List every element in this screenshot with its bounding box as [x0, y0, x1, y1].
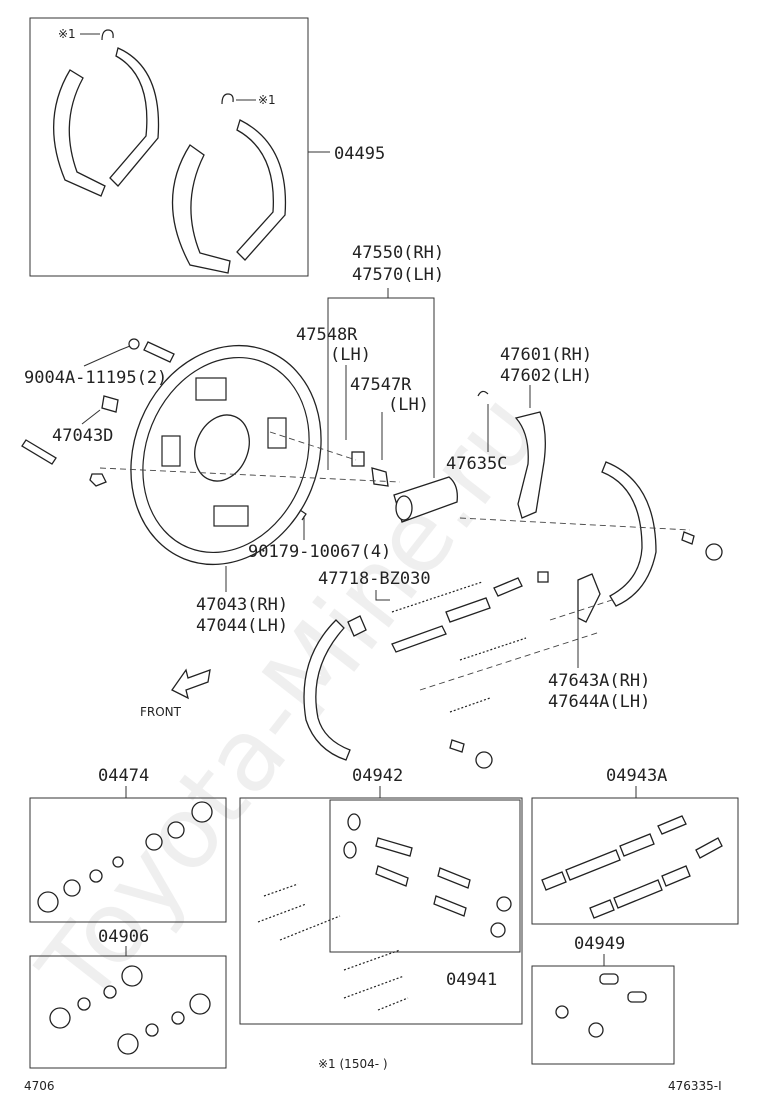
- brake-shoe-right-icon: [577, 461, 657, 623]
- label-47043: 47043(RH): [196, 595, 288, 615]
- label-47601: 47601(RH): [500, 345, 592, 365]
- adjuster-icon: [391, 571, 549, 653]
- nut-icon-b: [299, 509, 307, 521]
- label-9004A: 9004A-11195(2): [24, 368, 167, 388]
- page-code-right: 476335-I: [668, 1079, 722, 1093]
- label-04474: 04474: [98, 766, 149, 786]
- parking-lever-icon: [514, 411, 546, 519]
- spring-icon-small: [681, 531, 695, 545]
- kit-box-04495: [29, 17, 309, 277]
- front-arrow-icon: [171, 668, 211, 700]
- kit-box-04906: [29, 955, 227, 1069]
- pin-icon: [101, 395, 119, 413]
- label-47044: 47044(LH): [196, 616, 288, 636]
- adjuster-kit-icon: [541, 815, 723, 919]
- label-04495: 04495: [334, 144, 385, 164]
- cylinder-kit-icon: [37, 801, 213, 913]
- label-04949: 04949: [574, 934, 625, 954]
- label-front: FRONT: [140, 705, 182, 719]
- kit-box-04942: [239, 797, 523, 1025]
- cup-kit-icon: [49, 965, 211, 1055]
- bolt-icon: [143, 341, 175, 363]
- kit-box-04949: [531, 965, 675, 1065]
- page-code-left: 4706: [24, 1079, 55, 1093]
- brake-shoe-left-icon: [303, 615, 367, 761]
- label-04943A: 04943A: [606, 766, 667, 786]
- label-47550: 47550(RH): [352, 243, 444, 263]
- wheel-cylinder-icon: [351, 451, 458, 523]
- clip-icon-1: [101, 29, 114, 41]
- note-mark-1: ※1: [58, 27, 76, 41]
- label-90179: 90179-10067(4): [248, 542, 391, 562]
- washer-icon: [705, 543, 723, 561]
- hardware-kit-icon: [257, 813, 512, 1011]
- label-47043D: 47043D: [52, 426, 113, 446]
- label-04941: 04941: [446, 970, 497, 990]
- label-47570: 47570(LH): [352, 265, 444, 285]
- clip-icon-2: [221, 93, 234, 105]
- nut-icon-a: [89, 473, 107, 487]
- label-47718: 47718-BZ030: [318, 569, 431, 589]
- clip-icon-3: [477, 390, 489, 397]
- return-spring-icon: [391, 581, 527, 713]
- footnote: ※1 (1504- ): [318, 1057, 388, 1071]
- label-04906: 04906: [98, 927, 149, 947]
- note-mark-2: ※1: [258, 93, 276, 107]
- label-47643A: 47643A(RH): [548, 671, 650, 691]
- label-47644A: 47644A(LH): [548, 692, 650, 712]
- label-47547R: 47547R: [350, 375, 412, 395]
- backing-plate-icon: [130, 344, 322, 566]
- kit-box-04941: [329, 799, 521, 953]
- hold-pin-icon: [21, 439, 57, 465]
- label-47602: 47602(LH): [500, 366, 592, 386]
- kit-box-04474: [29, 797, 227, 923]
- spring-icon-bottom: [449, 739, 465, 753]
- kit-box-04943A: [531, 797, 739, 925]
- label-47547LH: (LH): [388, 395, 429, 415]
- pad-kit-icon: [555, 973, 647, 1038]
- label-47635C: 47635C: [446, 454, 507, 474]
- brake-shoe-icon: [52, 47, 287, 274]
- label-04942: 04942: [352, 766, 403, 786]
- washer-icon-bottom: [475, 751, 493, 769]
- label-47548R: 47548R: [296, 325, 358, 345]
- label-47548LH: (LH): [330, 345, 371, 365]
